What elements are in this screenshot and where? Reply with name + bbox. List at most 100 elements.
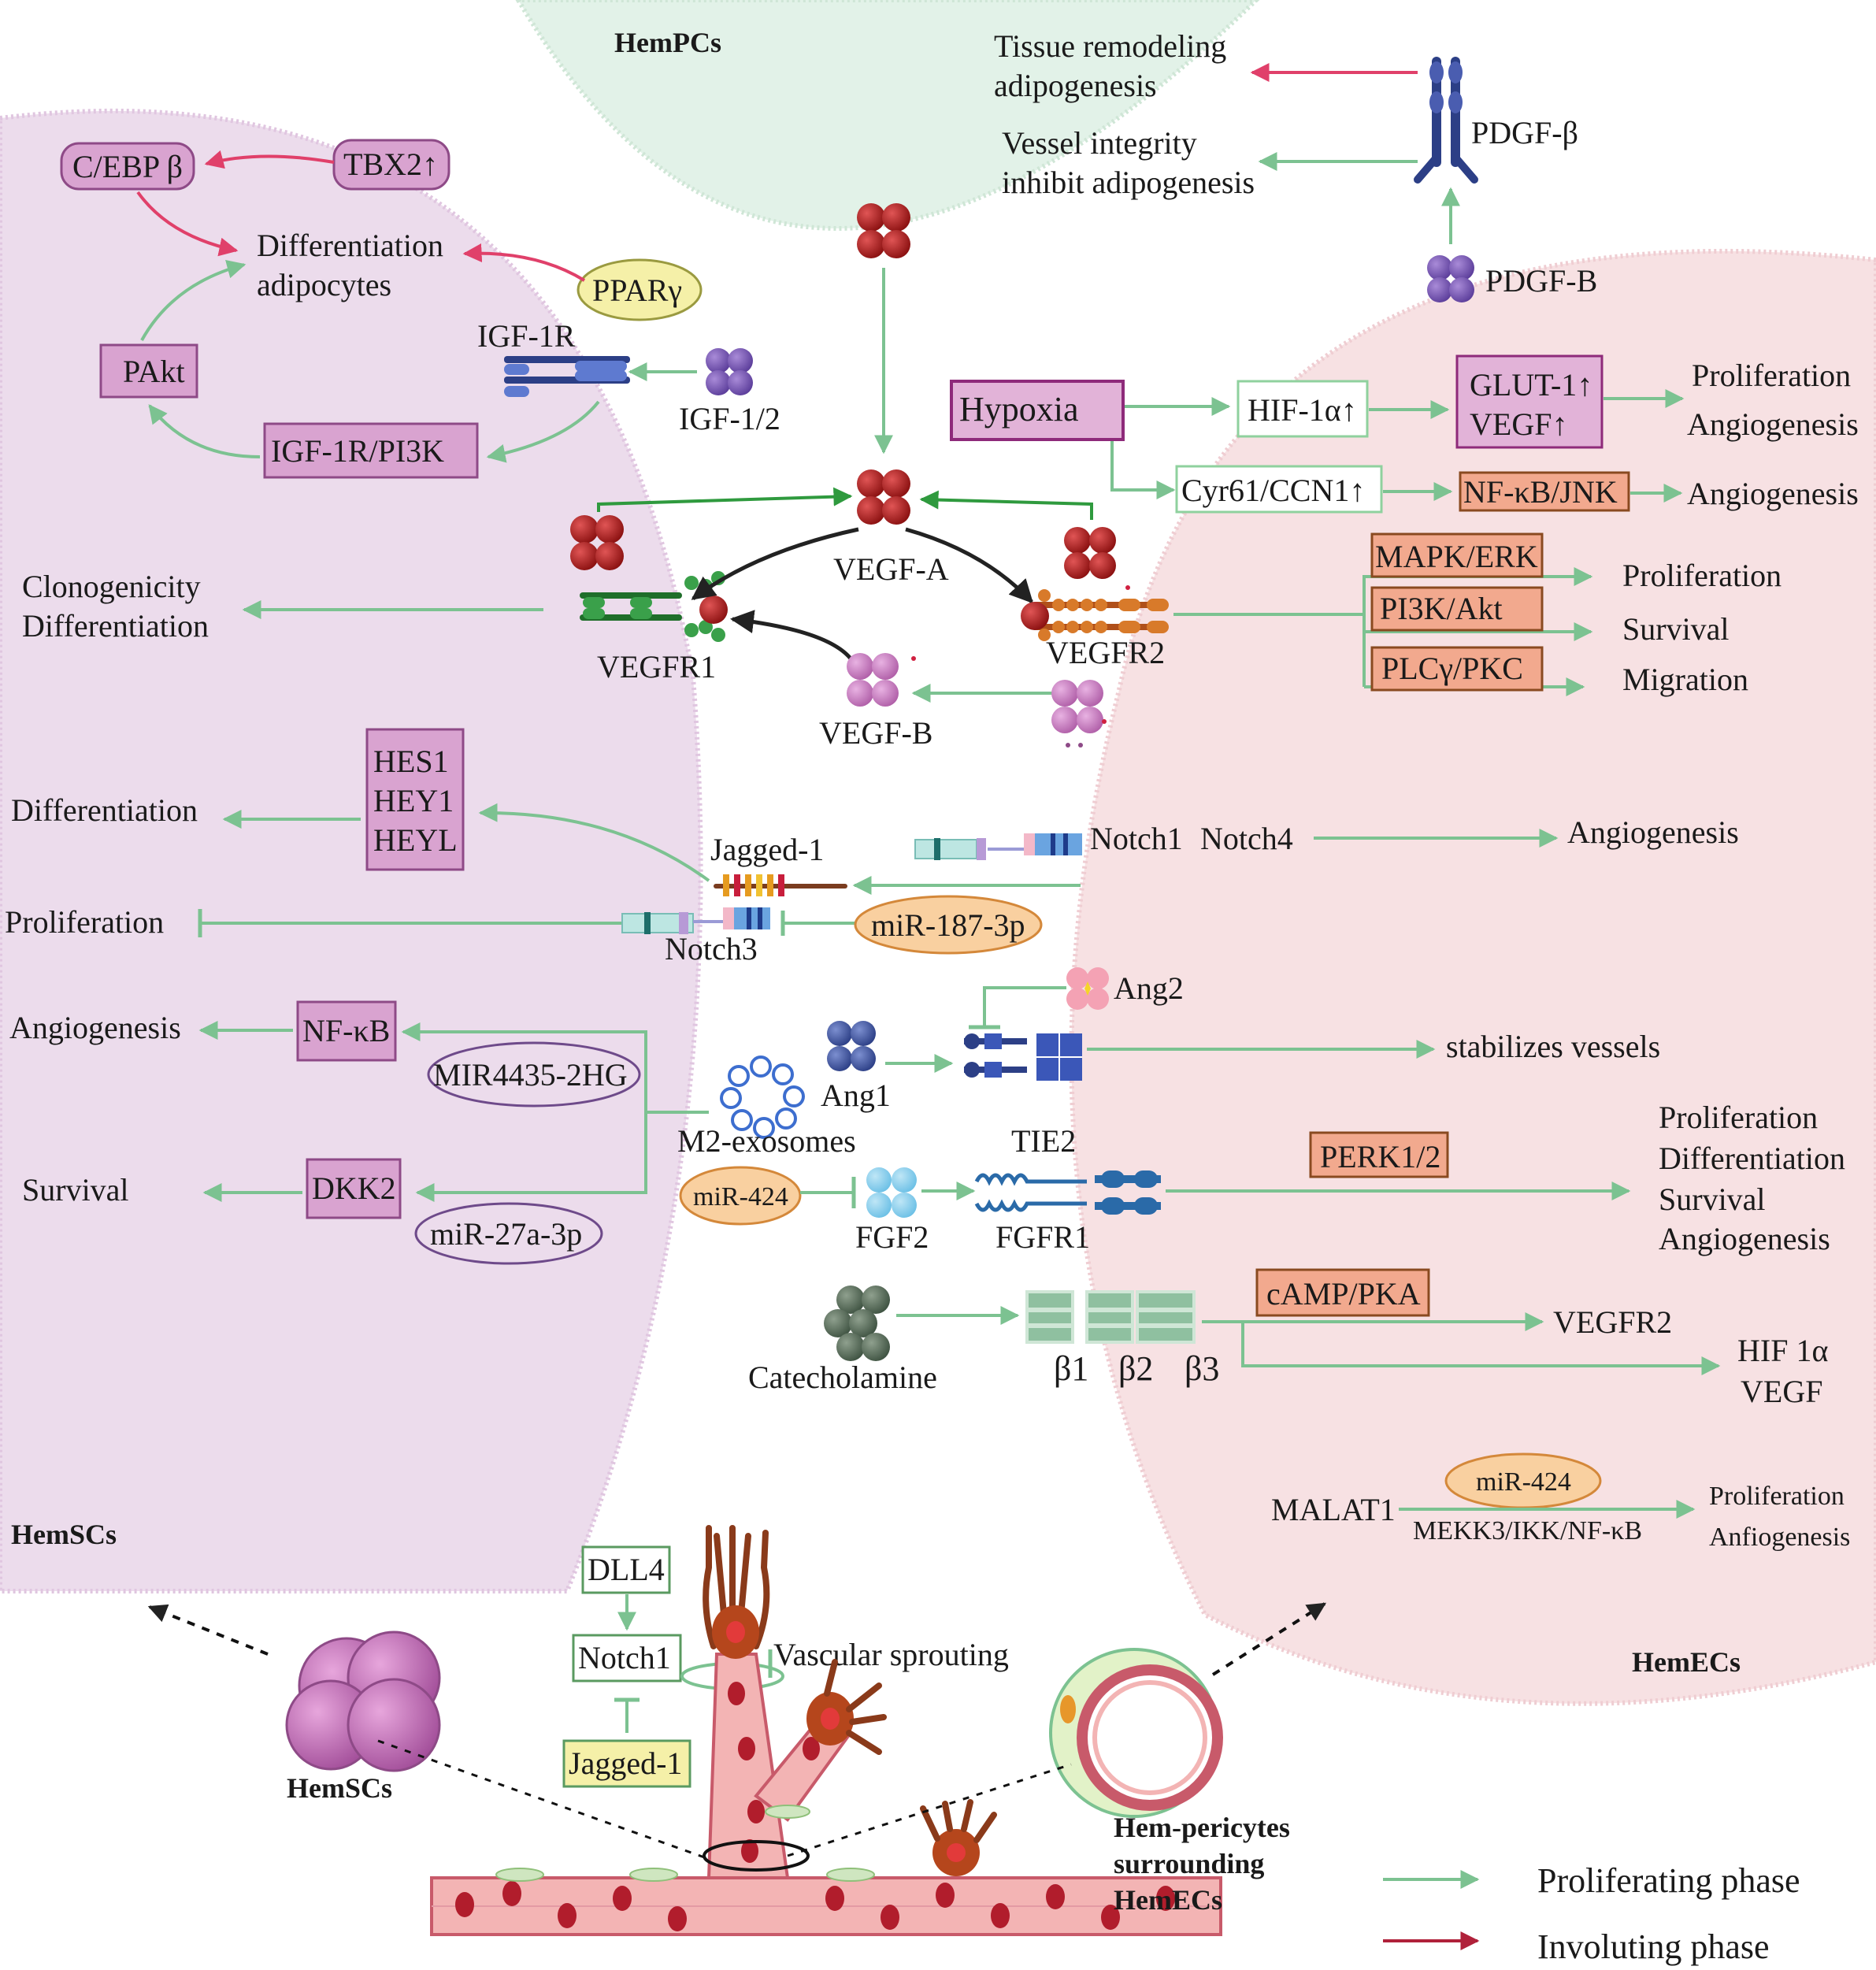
pericyte-cell-icon — [806, 1659, 887, 1755]
fgf2-icon — [866, 1167, 917, 1218]
beta-vegfr2-text: VEGFR2 — [1553, 1304, 1672, 1340]
pdgf-beta-label: PDGF-β — [1471, 115, 1578, 150]
diff-adipocytes-line2: adipocytes — [257, 267, 391, 302]
hes-box — [365, 728, 465, 871]
glut1-label: GLUT-1↑ — [1470, 367, 1592, 403]
hypoxia-box — [950, 380, 1125, 441]
ec-angio1-text: Angiogenesis — [1687, 406, 1859, 442]
mir27-ellipse — [414, 1202, 603, 1265]
angiogenesis-text: Angiogenesis — [9, 1010, 181, 1045]
hemecs-label: HemECs — [1632, 1646, 1741, 1678]
clonogenicity-text: Clonogenicity — [22, 569, 201, 604]
blood-vessel-icon — [430, 1868, 1222, 1936]
tbx2-box — [332, 139, 450, 191]
notch1-receptor-icon — [914, 833, 1082, 860]
dkk2-box — [306, 1158, 402, 1219]
glut-box — [1455, 354, 1603, 449]
pdgf-beta-receptor-icon — [1414, 57, 1478, 184]
ppar-ellipse — [577, 258, 703, 321]
jagged1-ligand-icon — [714, 874, 847, 896]
vessel-inhibit-text: inhibit adipogenesis — [1002, 165, 1255, 200]
r1-to-vegfa-arrow — [597, 487, 853, 512]
pdgf-b-label: PDGF-B — [1485, 263, 1597, 299]
legend-involuting: Involuting phase — [1537, 1927, 1770, 1966]
hemscs-label: HemSCs — [11, 1519, 117, 1550]
nfkb-label: NF-κB — [302, 1013, 390, 1048]
vegfr2-label: VEGFR2 — [1046, 635, 1165, 670]
beta-receptors-icon — [1025, 1290, 1196, 1344]
vegfa-top-icon — [857, 203, 910, 258]
beta-vegf-text: VEGF — [1741, 1374, 1822, 1409]
malat-prolif-text: Proliferation — [1709, 1482, 1844, 1511]
tie2-receptor-icon — [964, 1033, 1082, 1081]
ec-angio2-text: Angiogenesis — [1687, 476, 1859, 511]
vegfr1-receptor-icon — [580, 571, 728, 642]
ang2-label: Ang2 — [1114, 970, 1184, 1006]
vegfa-label: VEGF-A — [833, 551, 949, 587]
cebp-label: C/EBP β — [72, 149, 183, 184]
bottom-section: HemSCs DLL4 Notch1 Jagged-1 Vascular spr… — [147, 1525, 1327, 1936]
tip-cell-icon — [703, 1525, 770, 1659]
catecholamine-icon — [824, 1286, 890, 1361]
bottom-hemscs-label: HemSCs — [287, 1772, 392, 1804]
hey1-label: HEY1 — [373, 783, 454, 818]
hif-box — [1236, 380, 1369, 438]
beta1-label: β1 — [1054, 1349, 1088, 1388]
hypoxia-to-cyr61-arrow — [1110, 441, 1176, 499]
pericyte-pointer-arrow — [1211, 1602, 1327, 1676]
igf12-label: IGF-1/2 — [679, 401, 780, 436]
pakt-to-diff-arrow — [140, 259, 247, 341]
r2-to-vegfa-arrow — [919, 490, 1093, 520]
vessel-cross-section-icon — [1049, 1648, 1223, 1818]
malat1-label: MALAT1 — [1271, 1492, 1396, 1527]
igf1r-receptor-icon — [504, 356, 630, 397]
jagged1-label: Jagged-1 — [710, 832, 824, 867]
vegfr1-label: VEGFR1 — [597, 649, 716, 684]
pericyte-line2: surrounding — [1114, 1848, 1264, 1879]
vegfb-center-icon — [847, 653, 916, 707]
jagged-to-hes-arrow — [478, 803, 710, 882]
hempcs-label: HemPCs — [614, 27, 721, 58]
hypoxia-label: Hypoxia — [959, 390, 1079, 429]
pericyte-cell-icon-2 — [920, 1799, 997, 1876]
igf1r-label: IGF-1R — [477, 318, 576, 354]
vegfa-to-r2-arrow — [905, 527, 1034, 604]
notch3-label: Notch3 — [665, 931, 758, 966]
beta-hif-text: HIF 1α — [1737, 1333, 1828, 1368]
vegfb-ec-icon — [1051, 680, 1107, 748]
mapk-box — [1370, 532, 1544, 578]
camp-label: cAMP/PKA — [1266, 1276, 1421, 1311]
malat-angio-text: Anfiogenesis — [1709, 1523, 1850, 1552]
tie2-label: TIE2 — [1011, 1123, 1076, 1159]
cebp-box — [60, 142, 195, 191]
vegfb-to-r1-arrow — [730, 610, 852, 660]
mir4435-ellipse — [427, 1041, 641, 1107]
hemscs-pointer-arrow — [147, 1604, 269, 1656]
hes1-label: HES1 — [373, 744, 449, 779]
notch-angio-text: Angiogenesis — [1567, 814, 1739, 850]
fgfr1-label: FGFR1 — [995, 1219, 1090, 1255]
hemscs-region — [0, 108, 703, 1593]
pakt-label: PAkt — [123, 354, 185, 389]
notch3-receptor-icon — [621, 907, 770, 934]
dkk2-label: DKK2 — [312, 1170, 396, 1206]
igf12-ligand-icon — [706, 348, 753, 395]
pi3k-to-pakt-arrow — [148, 404, 261, 458]
mir424b-label: miR-424 — [1476, 1467, 1571, 1497]
legend: Proliferating phase Involuting phase — [1383, 1861, 1800, 1966]
vegfa-to-r1-arrow — [691, 527, 859, 601]
ang2-inhibit-line — [983, 986, 1066, 1026]
m2-exosomes-label: M2-exosomes — [677, 1123, 856, 1159]
igf1r-pi3k-box — [263, 422, 479, 479]
exo-to-nfkb-arrow — [401, 1022, 709, 1114]
hempcs-region — [515, 0, 1260, 231]
plc-label: PLCγ/PKC — [1381, 651, 1523, 686]
center-section: VEGF-A VEGF-B — [597, 203, 1219, 1395]
m2-exosomes-icon — [720, 1055, 805, 1139]
mir4435-label: MIR4435-2HG — [433, 1057, 628, 1093]
fgf-prolif-text: Proliferation — [1659, 1100, 1818, 1135]
vessel-integrity-text: Vessel integrity — [1002, 125, 1197, 161]
mir27-label: miR-27a-3p — [430, 1216, 582, 1252]
vegfa-bound-r1-icon — [570, 515, 624, 570]
ppar-label: PPARγ — [592, 273, 682, 308]
